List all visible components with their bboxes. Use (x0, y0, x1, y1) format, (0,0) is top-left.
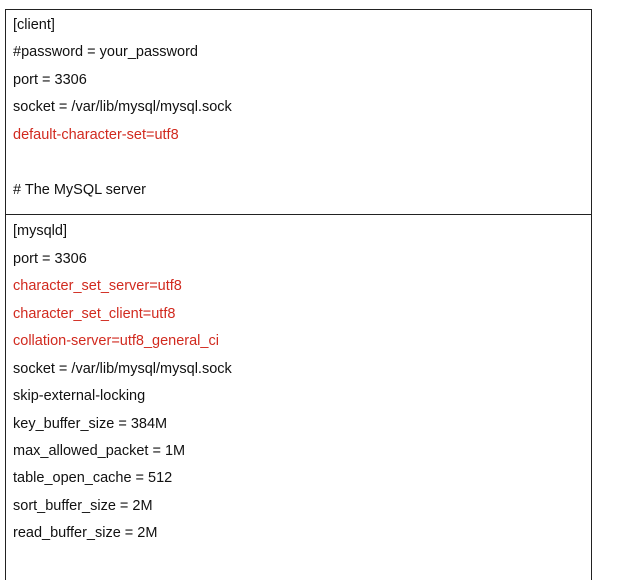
config-line-character-set-client: character_set_client=utf8 (13, 306, 176, 322)
config-line-default-charset: default-character-set=utf8 (13, 127, 179, 143)
config-line-socket: socket = /var/lib/mysql/mysql.sock (13, 361, 232, 377)
config-line-max-allowed-packet: max_allowed_packet = 1M (13, 443, 186, 459)
config-line-mysqld-header: [mysqld] (13, 223, 67, 239)
config-line-character-set-server: character_set_server=utf8 (13, 278, 182, 294)
config-line-collation-server: collation-server=utf8_general_ci (13, 333, 219, 349)
config-line-key-buffer-size: key_buffer_size = 384M (13, 416, 168, 432)
config-line-sort-buffer-size: sort_buffer_size = 2M (13, 498, 153, 514)
config-line-socket: socket = /var/lib/mysql/mysql.sock (13, 99, 232, 115)
config-line-client-header: [client] (13, 17, 55, 33)
config-line-port: port = 3306 (13, 251, 87, 267)
config-line-read-buffer-size: read_buffer_size = 2M (13, 525, 158, 541)
config-line-table-open-cache: table_open_cache = 512 (13, 470, 173, 486)
config-line-skip-external-locking: skip-external-locking (13, 388, 146, 404)
config-line-mysql-server-comment: # The MySQL server (13, 182, 146, 198)
client-config-panel: [client] #password = your_password port … (5, 9, 592, 215)
config-line-port: port = 3306 (13, 72, 87, 88)
config-line-password: #password = your_password (13, 44, 198, 60)
mysqld-config-panel: [mysqld] port = 3306 character_set_serve… (5, 214, 592, 580)
